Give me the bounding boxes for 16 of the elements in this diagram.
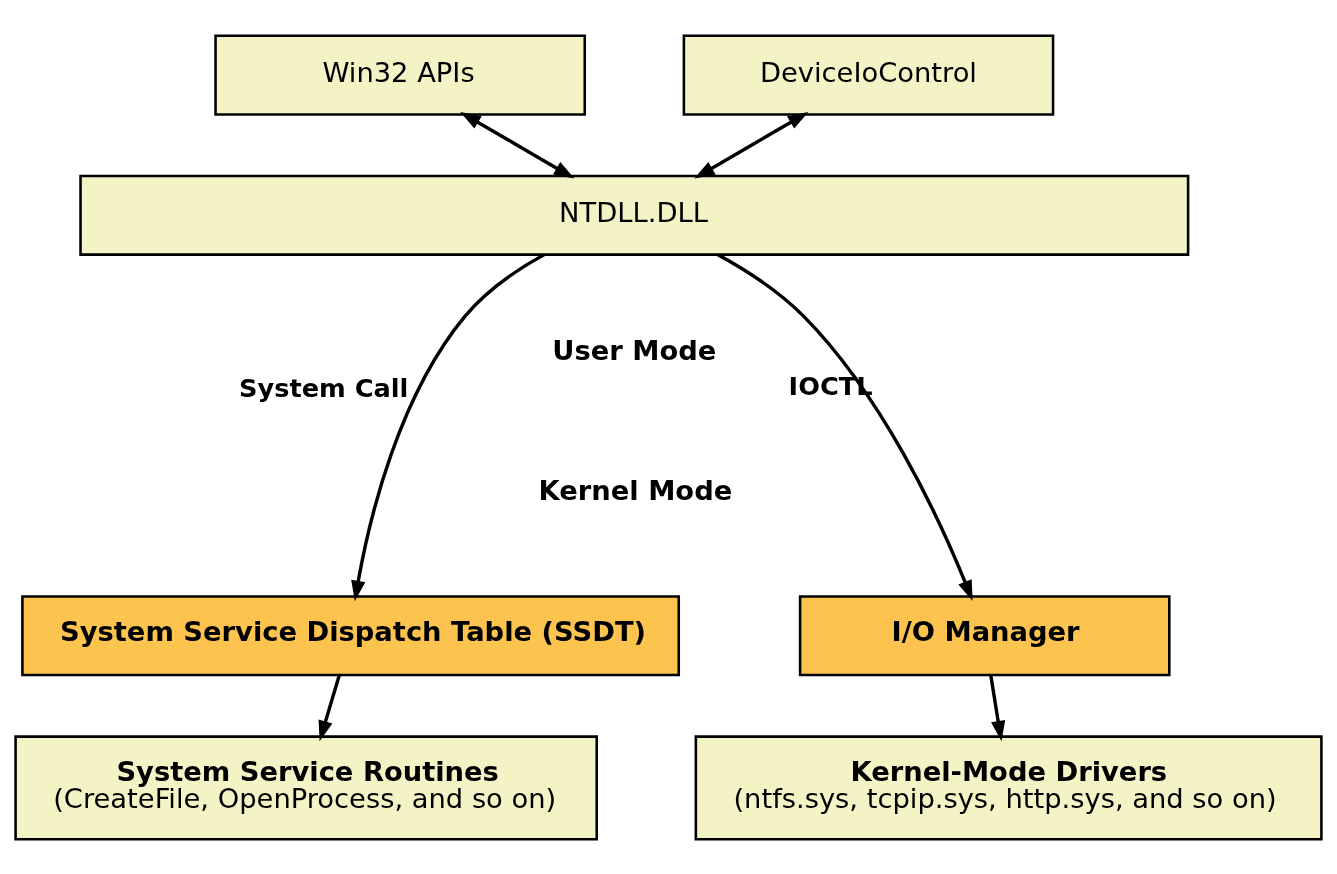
label: User Mode [552,334,717,366]
node-box: I/O Manager [798,594,1171,676]
node-box: Win32 APIs [214,34,587,116]
arrow [351,252,545,601]
arrow [989,675,1006,741]
arrow [460,111,575,179]
label: Kernel Mode [538,474,733,506]
arrow [694,111,809,179]
node-box: DeviceIoControl [682,34,1055,116]
edge-label: System Call [239,372,409,403]
node-box: Kernel-Mode Drivers (ntfs.sys, tcpip.sys, http.sys, and so on) [694,734,1323,840]
node-box: System Service Routines (CreateFile, OpenProcess, and so on) [14,734,598,840]
node-box: NTDLL.DLL [79,174,1190,256]
arrow [318,674,341,741]
node-box: System Service Dispatch Table (SSDT) [21,594,681,676]
arrow [717,252,973,601]
